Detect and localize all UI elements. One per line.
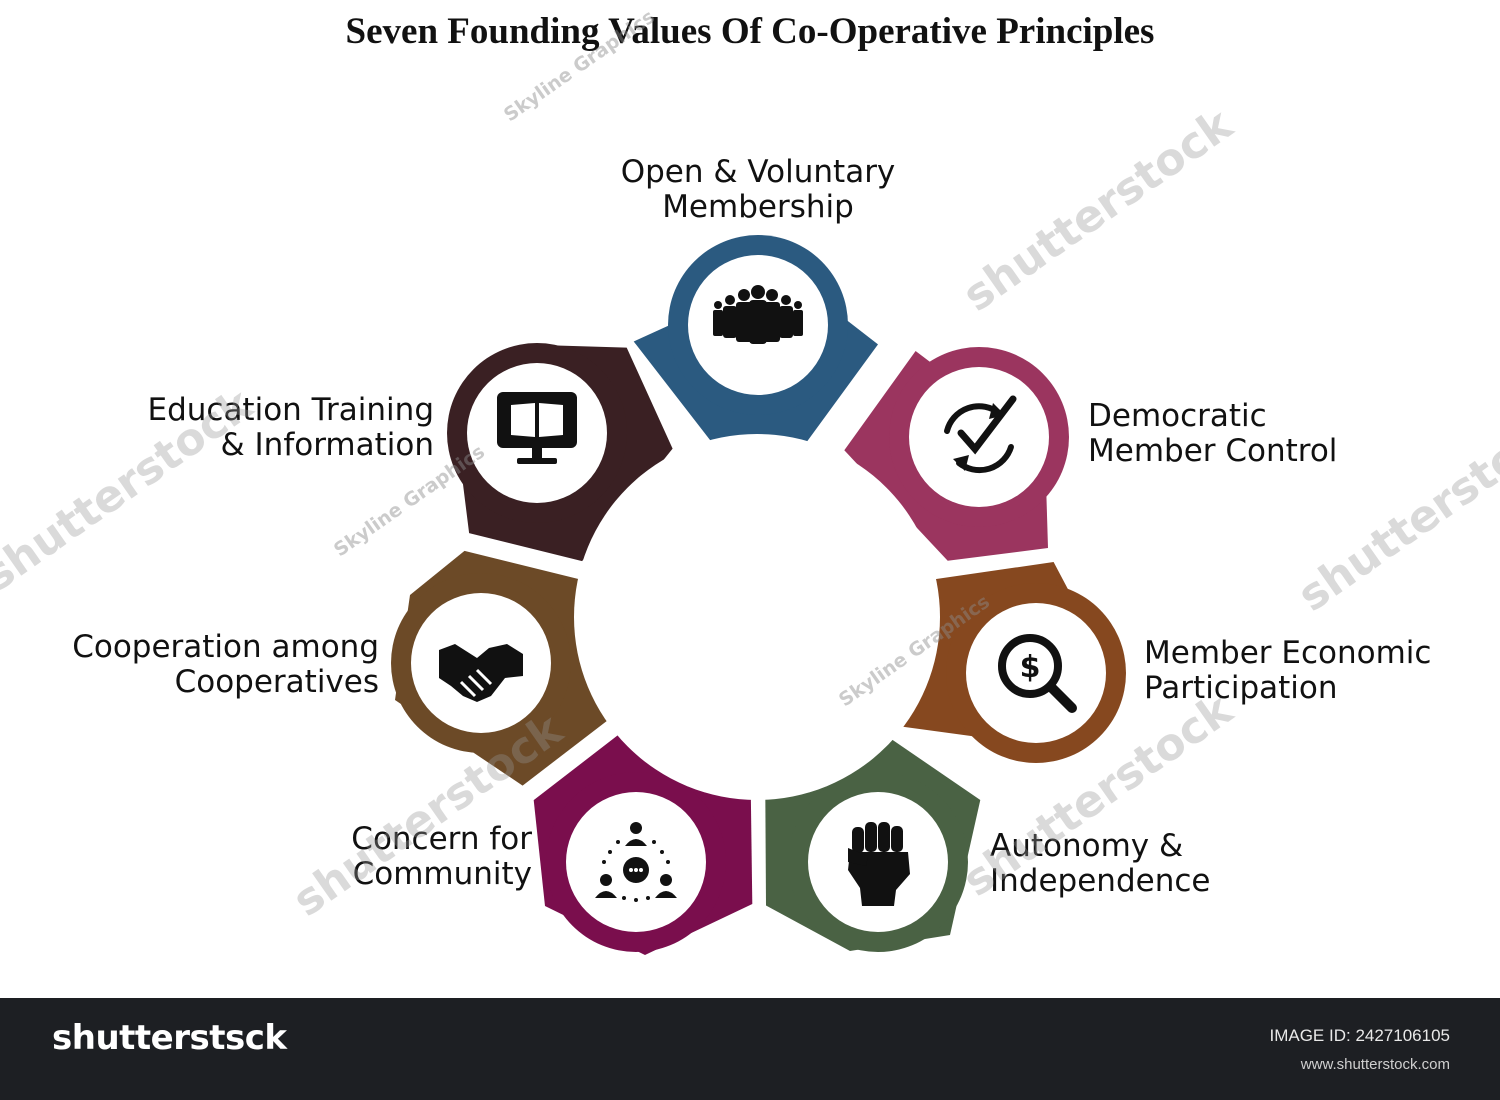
cycle-wheel: $ bbox=[391, 235, 1126, 955]
check-cycle-icon bbox=[944, 395, 1017, 474]
diagram-title: Seven Founding Values Of Co-Operative Pr… bbox=[345, 11, 1155, 52]
label-education: Education Training& Information bbox=[147, 392, 434, 463]
footer-brand-logo: shutterstsck bbox=[52, 1018, 287, 1058]
monitor-book-icon bbox=[497, 392, 577, 464]
footer-site: www.shutterstock.com bbox=[1300, 1056, 1450, 1073]
center-hub bbox=[574, 434, 940, 800]
handshake-icon bbox=[439, 644, 523, 702]
people-group-icon bbox=[713, 285, 803, 344]
label-autonomy-independence: Autonomy &Independence bbox=[990, 828, 1211, 899]
diagram-canvas: Seven Founding Values Of Co-Operative Pr… bbox=[0, 6, 1500, 955]
footer-image-id: IMAGE ID: 2427106105 bbox=[1269, 1026, 1450, 1045]
stock-footer: shutterstsck IMAGE ID: 2427106105 www.sh… bbox=[0, 998, 1500, 1100]
segment-democratic-control bbox=[844, 347, 1069, 561]
svg-text:$: $ bbox=[1020, 650, 1041, 685]
community-network-icon bbox=[595, 822, 677, 902]
dollar-search-icon: $ bbox=[998, 634, 1077, 713]
raised-fist-icon bbox=[848, 822, 910, 906]
